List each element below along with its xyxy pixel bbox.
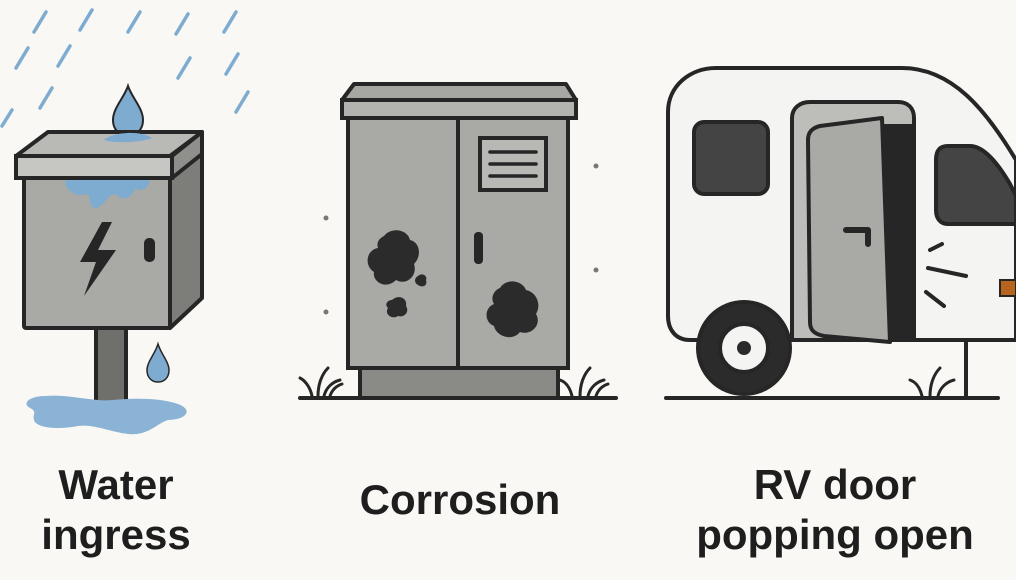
caption-line: ingress [41,511,191,558]
cabinet-handle [474,232,483,264]
caption-line: RV door [753,461,917,508]
water-drop-icon [146,341,170,383]
rain-icon [0,8,250,128]
rv-marker-light [999,279,1016,297]
caption-rv-door-popping-open: RV door popping open [660,460,1010,560]
cabinet-base [358,364,560,400]
caption-line: Water [58,461,174,508]
door-handle [843,227,871,247]
electrical-box-lid [14,154,174,180]
caption-line: popping open [696,511,974,558]
grass-icon [558,366,610,398]
rv-front-window [934,144,1016,226]
corrosion-illustration [298,82,618,400]
water-drop-icon [111,82,145,138]
rust-spot-icon [386,297,408,318]
rv-door-illustration [664,66,1016,400]
rust-spot-icon [415,274,427,287]
grass-icon [298,366,344,398]
motion-lines-icon [924,242,968,308]
grass-icon [908,366,956,398]
rv-window [692,120,770,196]
water-splash [104,132,152,143]
cabinet-roof-edge [340,98,578,120]
rust-spot-icon [367,230,419,285]
dust-dots [323,163,599,315]
box-latch [144,238,155,262]
water-seep [65,180,150,209]
post [94,324,128,412]
cabinet-roof [340,82,578,102]
wheel-icon [696,300,792,396]
puddle-icon [26,395,187,435]
water-ingress-illustration [0,8,250,435]
rust-spot-icon [486,281,539,338]
caption-water-ingress: Water ingress [0,460,232,560]
lightning-bolt-icon [80,222,116,296]
caption-corrosion: Corrosion [300,475,620,525]
caption-line: Corrosion [359,476,561,523]
